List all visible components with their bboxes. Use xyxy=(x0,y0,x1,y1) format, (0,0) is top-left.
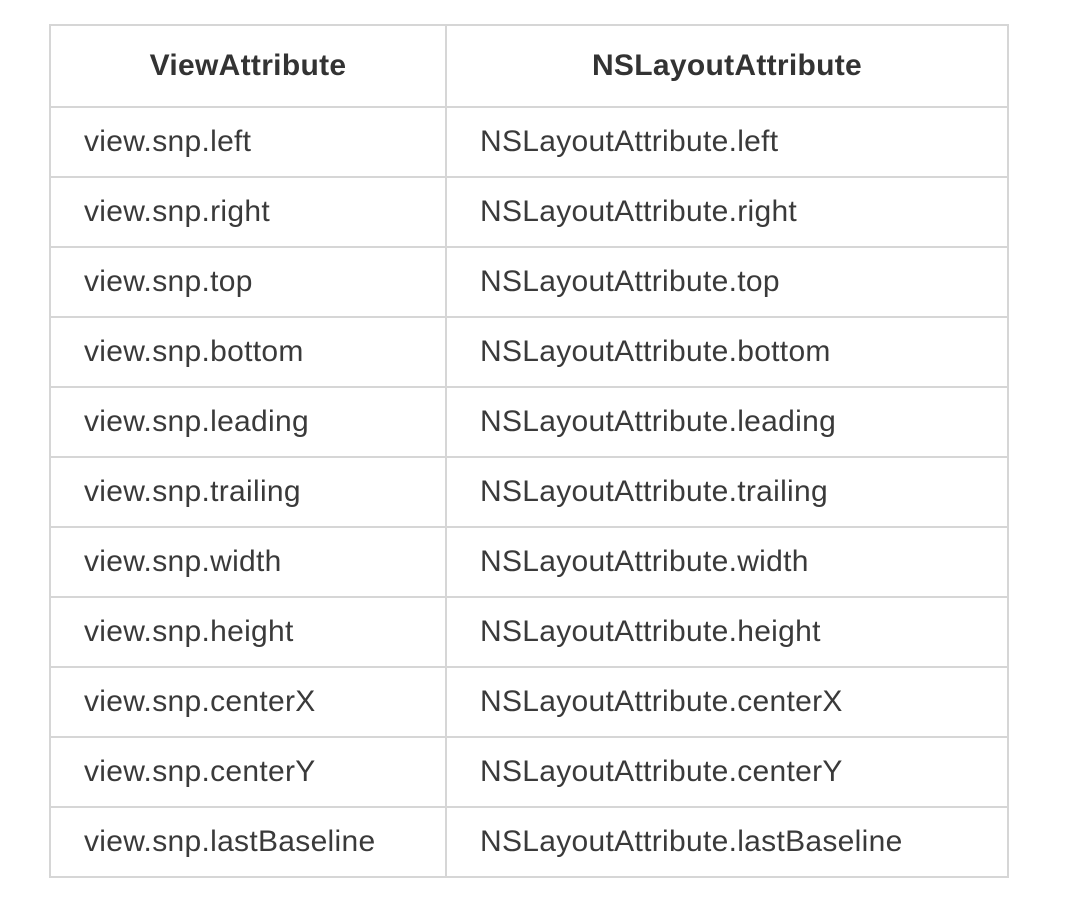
view-attribute-cell: view.snp.lastBaseline xyxy=(49,806,447,878)
header-nslayout-attribute: NSLayoutAttribute xyxy=(445,24,1009,108)
nslayout-attribute-cell: NSLayoutAttribute.trailing xyxy=(445,456,1009,528)
table-row: view.snp.lastBaseline NSLayoutAttribute.… xyxy=(49,806,1009,878)
view-attribute-cell: view.snp.centerX xyxy=(49,666,447,738)
table-row: view.snp.left NSLayoutAttribute.left xyxy=(49,106,1009,178)
view-attribute-cell: view.snp.height xyxy=(49,596,447,668)
nslayout-attribute-cell: NSLayoutAttribute.right xyxy=(445,176,1009,248)
attribute-table-container: ViewAttribute NSLayoutAttribute view.snp… xyxy=(49,24,1009,878)
table-row: view.snp.height NSLayoutAttribute.height xyxy=(49,596,1009,668)
nslayout-attribute-cell: NSLayoutAttribute.centerX xyxy=(445,666,1009,738)
nslayout-attribute-cell: NSLayoutAttribute.leading xyxy=(445,386,1009,458)
view-attribute-cell: view.snp.bottom xyxy=(49,316,447,388)
view-attribute-cell: view.snp.trailing xyxy=(49,456,447,528)
table-row: view.snp.centerX NSLayoutAttribute.cente… xyxy=(49,666,1009,738)
view-attribute-cell: view.snp.leading xyxy=(49,386,447,458)
nslayout-attribute-cell: NSLayoutAttribute.top xyxy=(445,246,1009,318)
nslayout-attribute-cell: NSLayoutAttribute.bottom xyxy=(445,316,1009,388)
header-view-attribute: ViewAttribute xyxy=(49,24,447,108)
nslayout-attribute-cell: NSLayoutAttribute.centerY xyxy=(445,736,1009,808)
nslayout-attribute-cell: NSLayoutAttribute.height xyxy=(445,596,1009,668)
table-row: view.snp.centerY NSLayoutAttribute.cente… xyxy=(49,736,1009,808)
view-attribute-cell: view.snp.left xyxy=(49,106,447,178)
view-attribute-cell: view.snp.right xyxy=(49,176,447,248)
table-row: view.snp.top NSLayoutAttribute.top xyxy=(49,246,1009,318)
attribute-mapping-table: ViewAttribute NSLayoutAttribute view.snp… xyxy=(49,24,1009,878)
view-attribute-cell: view.snp.top xyxy=(49,246,447,318)
view-attribute-cell: view.snp.width xyxy=(49,526,447,598)
table-header-row: ViewAttribute NSLayoutAttribute xyxy=(49,24,1009,108)
table-row: view.snp.right NSLayoutAttribute.right xyxy=(49,176,1009,248)
nslayout-attribute-cell: NSLayoutAttribute.width xyxy=(445,526,1009,598)
table-row: view.snp.leading NSLayoutAttribute.leadi… xyxy=(49,386,1009,458)
view-attribute-cell: view.snp.centerY xyxy=(49,736,447,808)
table-row: view.snp.trailing NSLayoutAttribute.trai… xyxy=(49,456,1009,528)
table-row: view.snp.bottom NSLayoutAttribute.bottom xyxy=(49,316,1009,388)
nslayout-attribute-cell: NSLayoutAttribute.lastBaseline xyxy=(445,806,1009,878)
table-row: view.snp.width NSLayoutAttribute.width xyxy=(49,526,1009,598)
nslayout-attribute-cell: NSLayoutAttribute.left xyxy=(445,106,1009,178)
